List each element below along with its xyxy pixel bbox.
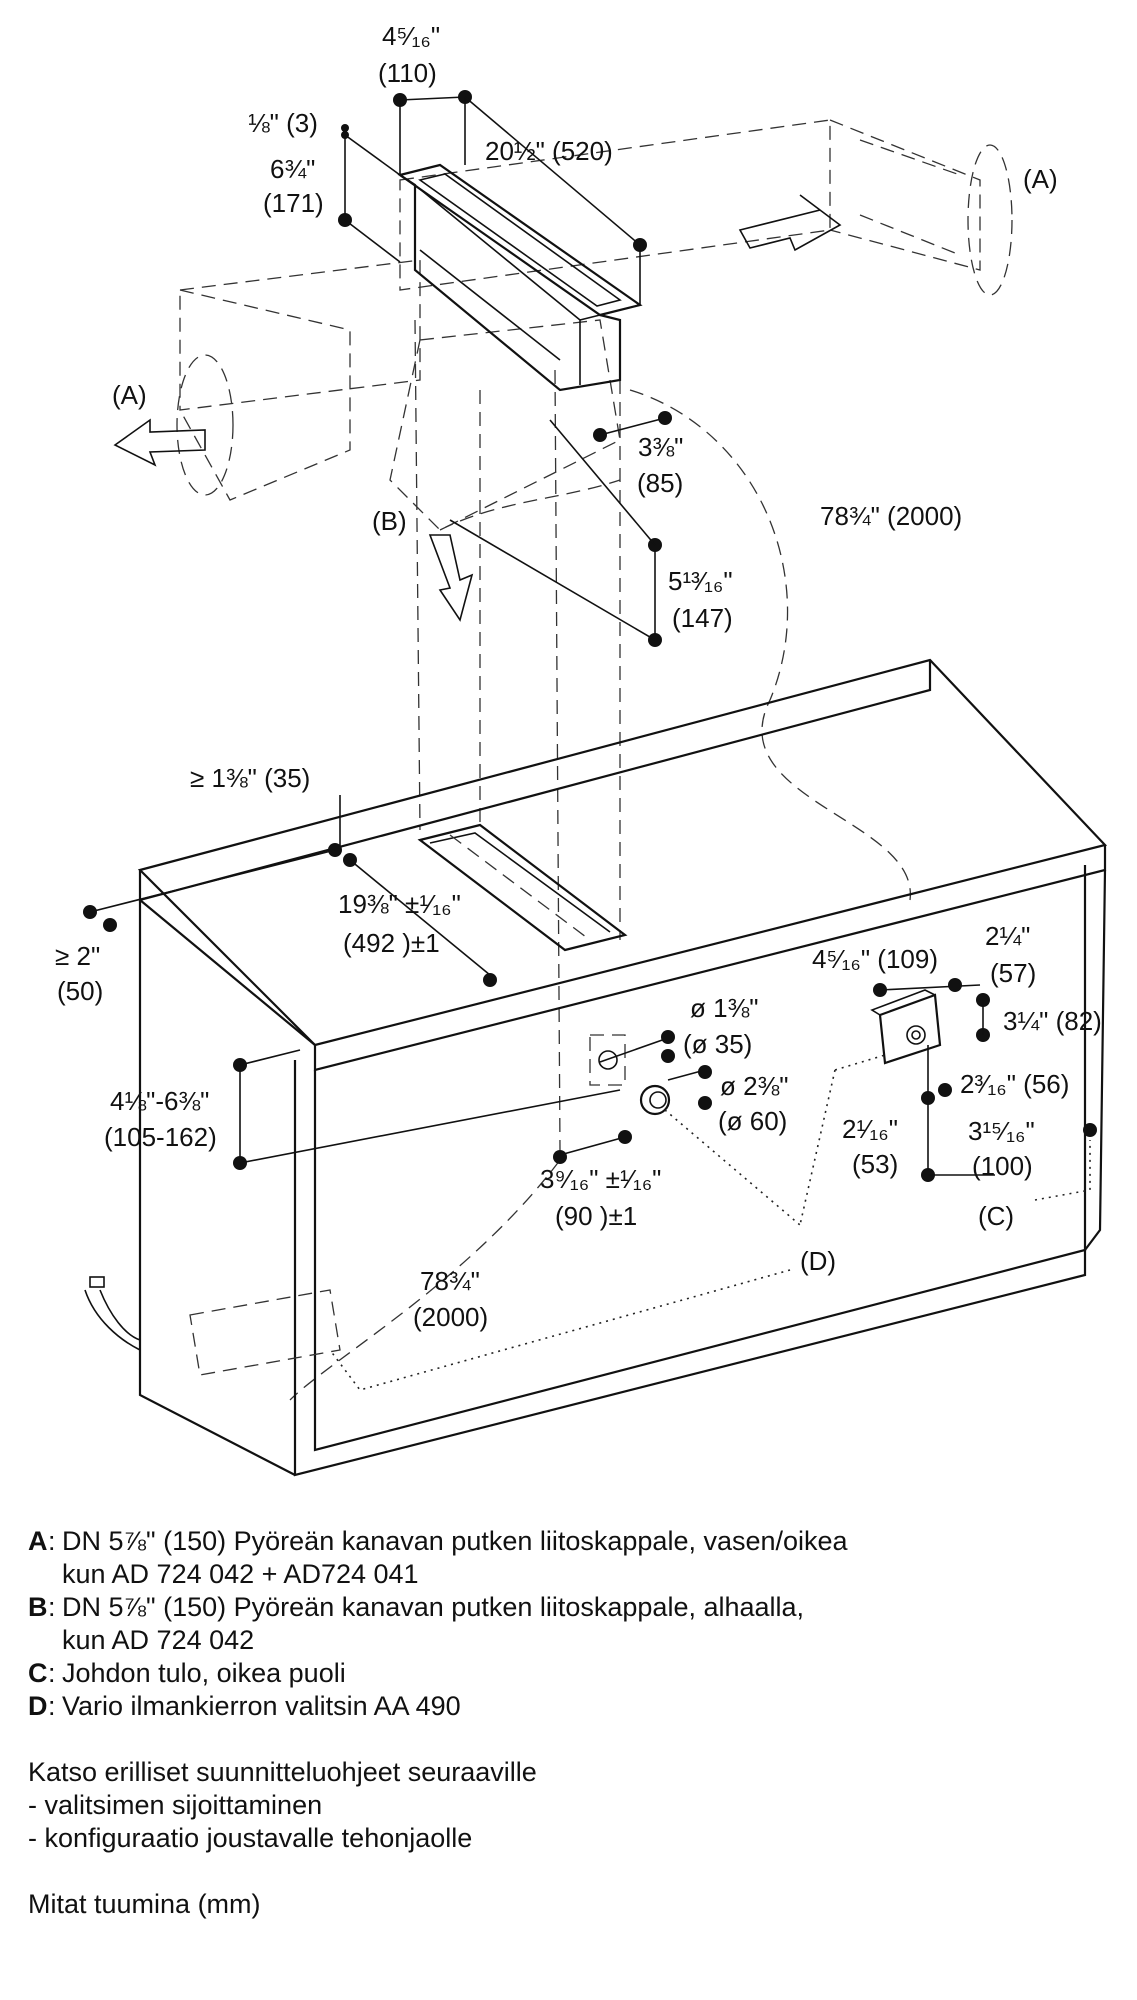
callout-b: (B) [372,506,407,536]
legend: A : DN 5⅞" (150) Pyöreän kanavan putken … [28,1525,1108,1921]
legend-text: kun AD 724 042 [62,1625,255,1655]
notes-intro: Katso erilliset suunnitteluohjeet seuraa… [28,1757,537,1787]
dim-duct-offset-mm: (147) [672,603,733,633]
dim-hole-large-mm: (ø 60) [718,1106,787,1136]
dim-cable-length-lower: 78¾" [420,1266,480,1296]
dim-unit-top-w-mm: (110) [378,58,437,88]
legend-key: A [28,1526,48,1556]
callout-d: (D) [800,1246,836,1276]
legend-text: Johdon tulo, oikea puoli [62,1658,346,1688]
dim-hole-small: ø 1⅜" [690,993,758,1023]
dim-back-min: ≥ 1⅜" (35) [190,763,310,793]
dim-cutout-len-mm: (492 )±1 [343,928,440,958]
legend-key: C [28,1658,48,1688]
dim-box-a: 2¼" [985,921,1030,951]
callout-c: (C) [978,1201,1014,1231]
dim-box-h: 3¼" (82) [1003,1006,1102,1036]
dim-cutout-len: 19⅜" ±¹⁄₁₆" [338,889,461,919]
legend-item-b: B : DN 5⅞" (150) Pyöreän kanavan putken … [28,1592,805,1655]
dim-lip: ⅛" (3) [248,108,318,138]
dim-depth-mm: (85) [637,468,683,498]
airflow-arrows [113,194,842,622]
legend-key: B [28,1592,48,1622]
legend-text: DN 5⅞" (150) Pyöreän kanavan putken liit… [62,1592,805,1622]
dim-box-d: 2³⁄₁₆" (56) [960,1069,1069,1099]
dim-depth: 3⅜" [638,432,683,462]
dim-unit-top-w: 4⁵⁄₁₆" [382,21,440,51]
cabinet [84,658,1108,1477]
legend-item-c: C : Johdon tulo, oikea puoli [28,1658,346,1688]
dim-duct-offset: 5¹³⁄₁₆" [668,566,733,596]
dim-hole-large: ø 2⅜" [720,1071,788,1101]
legend-item-d: D : Vario ilmankierron valitsin AA 490 [28,1691,461,1721]
dim-box-w: 4⁵⁄₁₆" (109) [812,944,938,974]
legend-text: kun AD 724 042 + AD724 041 [62,1559,419,1589]
legend-key: D [28,1691,48,1721]
notes-item: - konfiguraatio joustavalle tehonjaolle [28,1823,473,1853]
dim-box-a-mm: (57) [990,958,1036,988]
dim-box-b-mm: (53) [852,1149,898,1179]
dim-front-min-mm: (50) [57,976,103,1006]
dim-cutout-w-mm: (90 )±1 [555,1201,637,1231]
callout-a-left: (A) [112,380,147,410]
dim-cable-length: 78¾" (2000) [820,501,962,531]
legend-text: DN 5⅞" (150) Pyöreän kanavan putken liit… [62,1526,848,1556]
dim-front-min: ≥ 2" [55,941,100,971]
dim-cutout-w: 3⁹⁄₁₆" ±¹⁄₁₆" [540,1164,661,1194]
dim-panel-range-mm: (105-162) [104,1122,217,1152]
dim-box-c: 3¹⁵⁄₁₆" [968,1116,1035,1146]
units-note: Mitat tuumina (mm) [28,1889,261,1919]
dim-hole-small-mm: (ø 35) [683,1029,752,1059]
dimension-labels: 4⁵⁄₁₆" (110) ⅛" (3) 6¾" (171) 20½" (520)… [55,21,1102,1332]
dim-box-b: 2¹⁄₁₆" [842,1114,898,1144]
dim-height: 6¾" [270,154,315,184]
notes-item: - valitsimen sijoittaminen [28,1790,323,1820]
callout-a-right: (A) [1023,164,1058,194]
dim-panel-range: 4⅛"-6⅜" [110,1086,209,1116]
installation-diagram: 4⁵⁄₁₆" (110) ⅛" (3) 6¾" (171) 20½" (520)… [55,21,1108,1477]
dim-length: 20½" (520) [485,136,613,166]
dim-box-c-mm: (100) [972,1151,1033,1181]
duct-connectors [176,119,1013,1401]
callout-leaders [329,1054,1091,1391]
planning-notes: Katso erilliset suunnitteluohjeet seuraa… [28,1756,1108,1855]
dim-height-mm: (171) [263,188,324,218]
dimension-lines [83,90,1097,1182]
legend-item-a: A : DN 5⅞" (150) Pyöreän kanavan putken … [28,1526,848,1589]
legend-text: Vario ilmankierron valitsin AA 490 [62,1691,461,1721]
dim-cable-length-lower-mm: (2000) [413,1302,488,1332]
extractor-unit [397,163,643,392]
